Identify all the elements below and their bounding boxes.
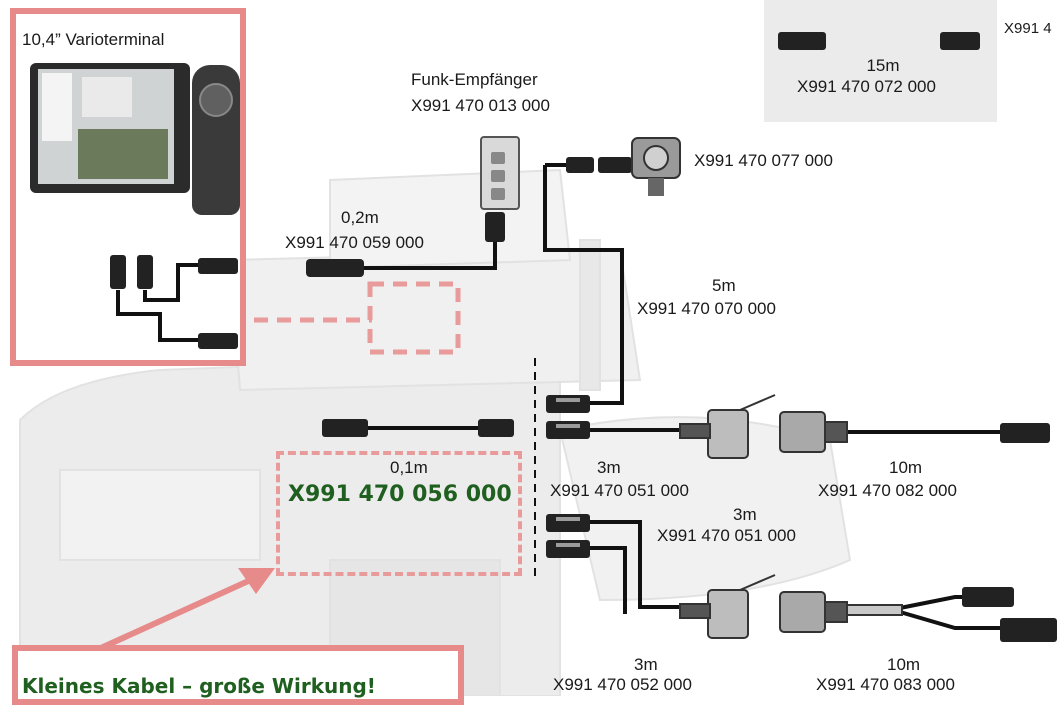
cable-056-part: X991 470 056 000 — [288, 482, 512, 507]
extension-part: X991 470 072 000 — [797, 77, 936, 96]
callout-text: Kleines Kabel – große Wirkung! — [22, 674, 376, 698]
extension-cable-panel — [764, 0, 997, 122]
camera-part: X991 470 077 000 — [694, 151, 833, 170]
cable-070-length: 5m — [712, 276, 736, 295]
terminal-title: 10,4” Varioterminal — [22, 30, 165, 49]
cable-052-length: 3m — [634, 655, 658, 674]
varioterminal-screen-icon — [30, 63, 190, 193]
cable-082-length: 10m — [889, 458, 923, 477]
radio-receiver-icon — [480, 136, 520, 210]
cable-083-length: 10m — [887, 655, 921, 674]
receiver-part: X991 470 013 000 — [411, 96, 550, 115]
cable-082-part: X991 470 082 000 — [818, 481, 957, 500]
cable-051a-part: X991 470 051 000 — [550, 481, 689, 500]
cable-051b-length: 3m — [733, 505, 757, 524]
cable-083-part: X991 470 083 000 — [816, 675, 955, 694]
cable-051b-part: X991 470 051 000 — [657, 526, 796, 545]
cable-052-part: X991 470 052 000 — [553, 675, 692, 694]
receiver-name: Funk-Empfänger — [411, 70, 538, 89]
extension-length: 15m — [866, 56, 900, 75]
cable-070-part: X991 470 070 000 — [637, 299, 776, 318]
cable-059-part: X991 470 059 000 — [285, 233, 424, 252]
cable-059-length: 0,2m — [341, 208, 379, 227]
cable-056-length: 0,1m — [390, 458, 428, 477]
cable-051a-length: 3m — [597, 458, 621, 477]
joystick-icon — [192, 65, 240, 215]
highlight-056 — [276, 451, 522, 576]
extension-side-part: X991 4 — [1004, 20, 1052, 37]
